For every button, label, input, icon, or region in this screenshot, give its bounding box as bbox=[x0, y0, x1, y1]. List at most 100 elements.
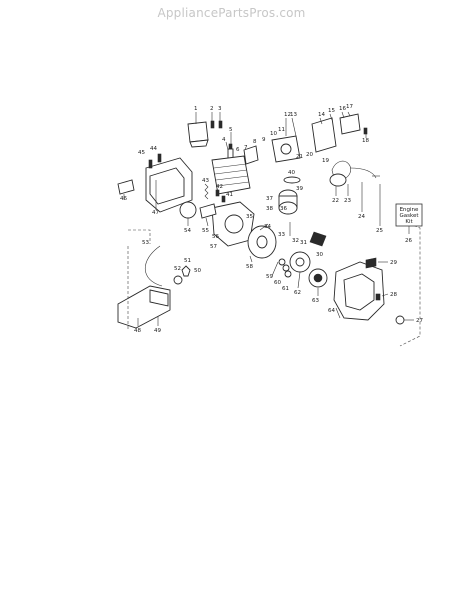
gasket-ring-54 bbox=[179, 201, 197, 219]
callout-59: 59 bbox=[266, 274, 273, 280]
leader-lines bbox=[123, 111, 414, 326]
callout-21: 21 bbox=[296, 154, 303, 160]
callout-53: 53 bbox=[142, 240, 149, 246]
callout-17: 17 bbox=[346, 104, 353, 110]
callout-44: 44 bbox=[150, 146, 157, 152]
callout-51: 51 bbox=[184, 258, 191, 264]
callout-43: 43 bbox=[202, 178, 209, 184]
callout-63: 63 bbox=[312, 298, 319, 304]
ignition-module-55 bbox=[199, 203, 217, 219]
cable-53 bbox=[145, 245, 163, 287]
callout-15: 15 bbox=[328, 108, 335, 114]
carburetor-gasket bbox=[243, 145, 259, 165]
callout-64: 64 bbox=[328, 308, 335, 314]
recoil-starter-63 bbox=[308, 268, 328, 288]
callout-34: 34 bbox=[264, 224, 271, 230]
callout-48: 48 bbox=[134, 328, 141, 334]
screw-42 bbox=[215, 189, 220, 197]
knob-29 bbox=[365, 257, 377, 269]
callout-8: 8 bbox=[253, 139, 257, 145]
air-filter-base bbox=[311, 117, 337, 153]
callout-14: 14 bbox=[318, 112, 325, 118]
callout-45: 45 bbox=[138, 150, 145, 156]
callout-37: 37 bbox=[266, 196, 273, 202]
callout-13: 13 bbox=[290, 112, 297, 118]
callout-55: 55 bbox=[202, 228, 209, 234]
flywheel bbox=[247, 225, 277, 259]
callout-35: 35 bbox=[246, 214, 253, 220]
callout-27: 27 bbox=[416, 318, 423, 324]
piston-ring-39 bbox=[283, 176, 301, 184]
switch-46 bbox=[117, 179, 135, 195]
callout-2: 2 bbox=[210, 106, 214, 112]
cylinder bbox=[211, 155, 251, 195]
callout-10: 10 bbox=[270, 131, 277, 137]
carburetor bbox=[271, 135, 301, 163]
starter-pulley-30 bbox=[309, 231, 327, 247]
callout-20: 20 bbox=[306, 152, 313, 158]
callout-22: 22 bbox=[332, 198, 339, 204]
engine-shroud bbox=[145, 157, 193, 213]
shroud-screw-45 bbox=[148, 159, 153, 169]
screw-18 bbox=[363, 127, 368, 135]
callout-9: 9 bbox=[262, 137, 266, 143]
callout-42: 42 bbox=[216, 184, 223, 190]
callout-23: 23 bbox=[344, 198, 351, 204]
callout-50: 50 bbox=[194, 268, 201, 274]
callout-1: 1 bbox=[194, 106, 198, 112]
kit-label-line1: Engine bbox=[400, 207, 419, 213]
screw-2 bbox=[210, 120, 215, 129]
callout-46: 46 bbox=[120, 196, 127, 202]
primer-bulb-52 bbox=[173, 275, 183, 285]
callout-47: 47 bbox=[152, 210, 159, 216]
spring-43 bbox=[204, 183, 209, 200]
kit-label-line2: Gasket bbox=[399, 213, 419, 219]
callout-11: 11 bbox=[278, 127, 285, 133]
callout-49: 49 bbox=[154, 328, 161, 334]
callout-39: 39 bbox=[296, 186, 303, 192]
callout-25: 25 bbox=[376, 228, 383, 234]
retainer-27 bbox=[395, 315, 405, 325]
kit-label-line3: Kit bbox=[405, 219, 413, 225]
screw-3 bbox=[218, 120, 223, 129]
callout-28: 28 bbox=[390, 292, 397, 298]
callout-58: 58 bbox=[246, 264, 253, 270]
callout-3: 3 bbox=[218, 106, 222, 112]
callout-56: 56 bbox=[212, 234, 219, 240]
callout-38: 38 bbox=[266, 206, 273, 212]
callout-29: 29 bbox=[390, 260, 397, 266]
screw-41 bbox=[221, 195, 226, 203]
callout-5: 5 bbox=[229, 127, 233, 133]
watermark-text: AppliancePartsPros.com bbox=[157, 6, 306, 20]
spark-boot-50 bbox=[181, 265, 191, 277]
callout-6: 6 bbox=[236, 147, 240, 153]
callout-30: 30 bbox=[316, 252, 323, 258]
air-filter-element bbox=[339, 113, 361, 135]
callout-54: 54 bbox=[184, 228, 191, 234]
washer-stack bbox=[278, 258, 292, 278]
handle-cover-48 bbox=[117, 285, 171, 329]
callout-57: 57 bbox=[210, 244, 217, 250]
callout-12: 12 bbox=[284, 112, 291, 118]
piston bbox=[278, 189, 298, 215]
screw-28 bbox=[375, 293, 381, 301]
callout-40: 40 bbox=[288, 170, 295, 176]
callout-36: 36 bbox=[280, 206, 287, 212]
callout-19: 19 bbox=[322, 158, 329, 164]
shroud-screw-44 bbox=[157, 153, 162, 163]
callout-61: 61 bbox=[282, 286, 289, 292]
callout-26: 26 bbox=[405, 238, 412, 244]
callout-18: 18 bbox=[362, 138, 369, 144]
callout-33: 33 bbox=[278, 232, 285, 238]
callout-24: 24 bbox=[358, 214, 365, 220]
callout-60: 60 bbox=[274, 280, 281, 286]
callout-32: 32 bbox=[292, 238, 299, 244]
fuel-tank-cap bbox=[329, 173, 347, 187]
gasket-kit-box: Engine Gasket Kit bbox=[395, 203, 423, 227]
callout-numbers: 1 2 3 4 5 6 7 8 9 10 11 12 13 14 15 16 1… bbox=[120, 104, 423, 334]
callout-31: 31 bbox=[300, 240, 307, 246]
callout-7: 7 bbox=[244, 145, 248, 151]
callout-62: 62 bbox=[294, 290, 301, 296]
callout-16: 16 bbox=[339, 106, 346, 112]
